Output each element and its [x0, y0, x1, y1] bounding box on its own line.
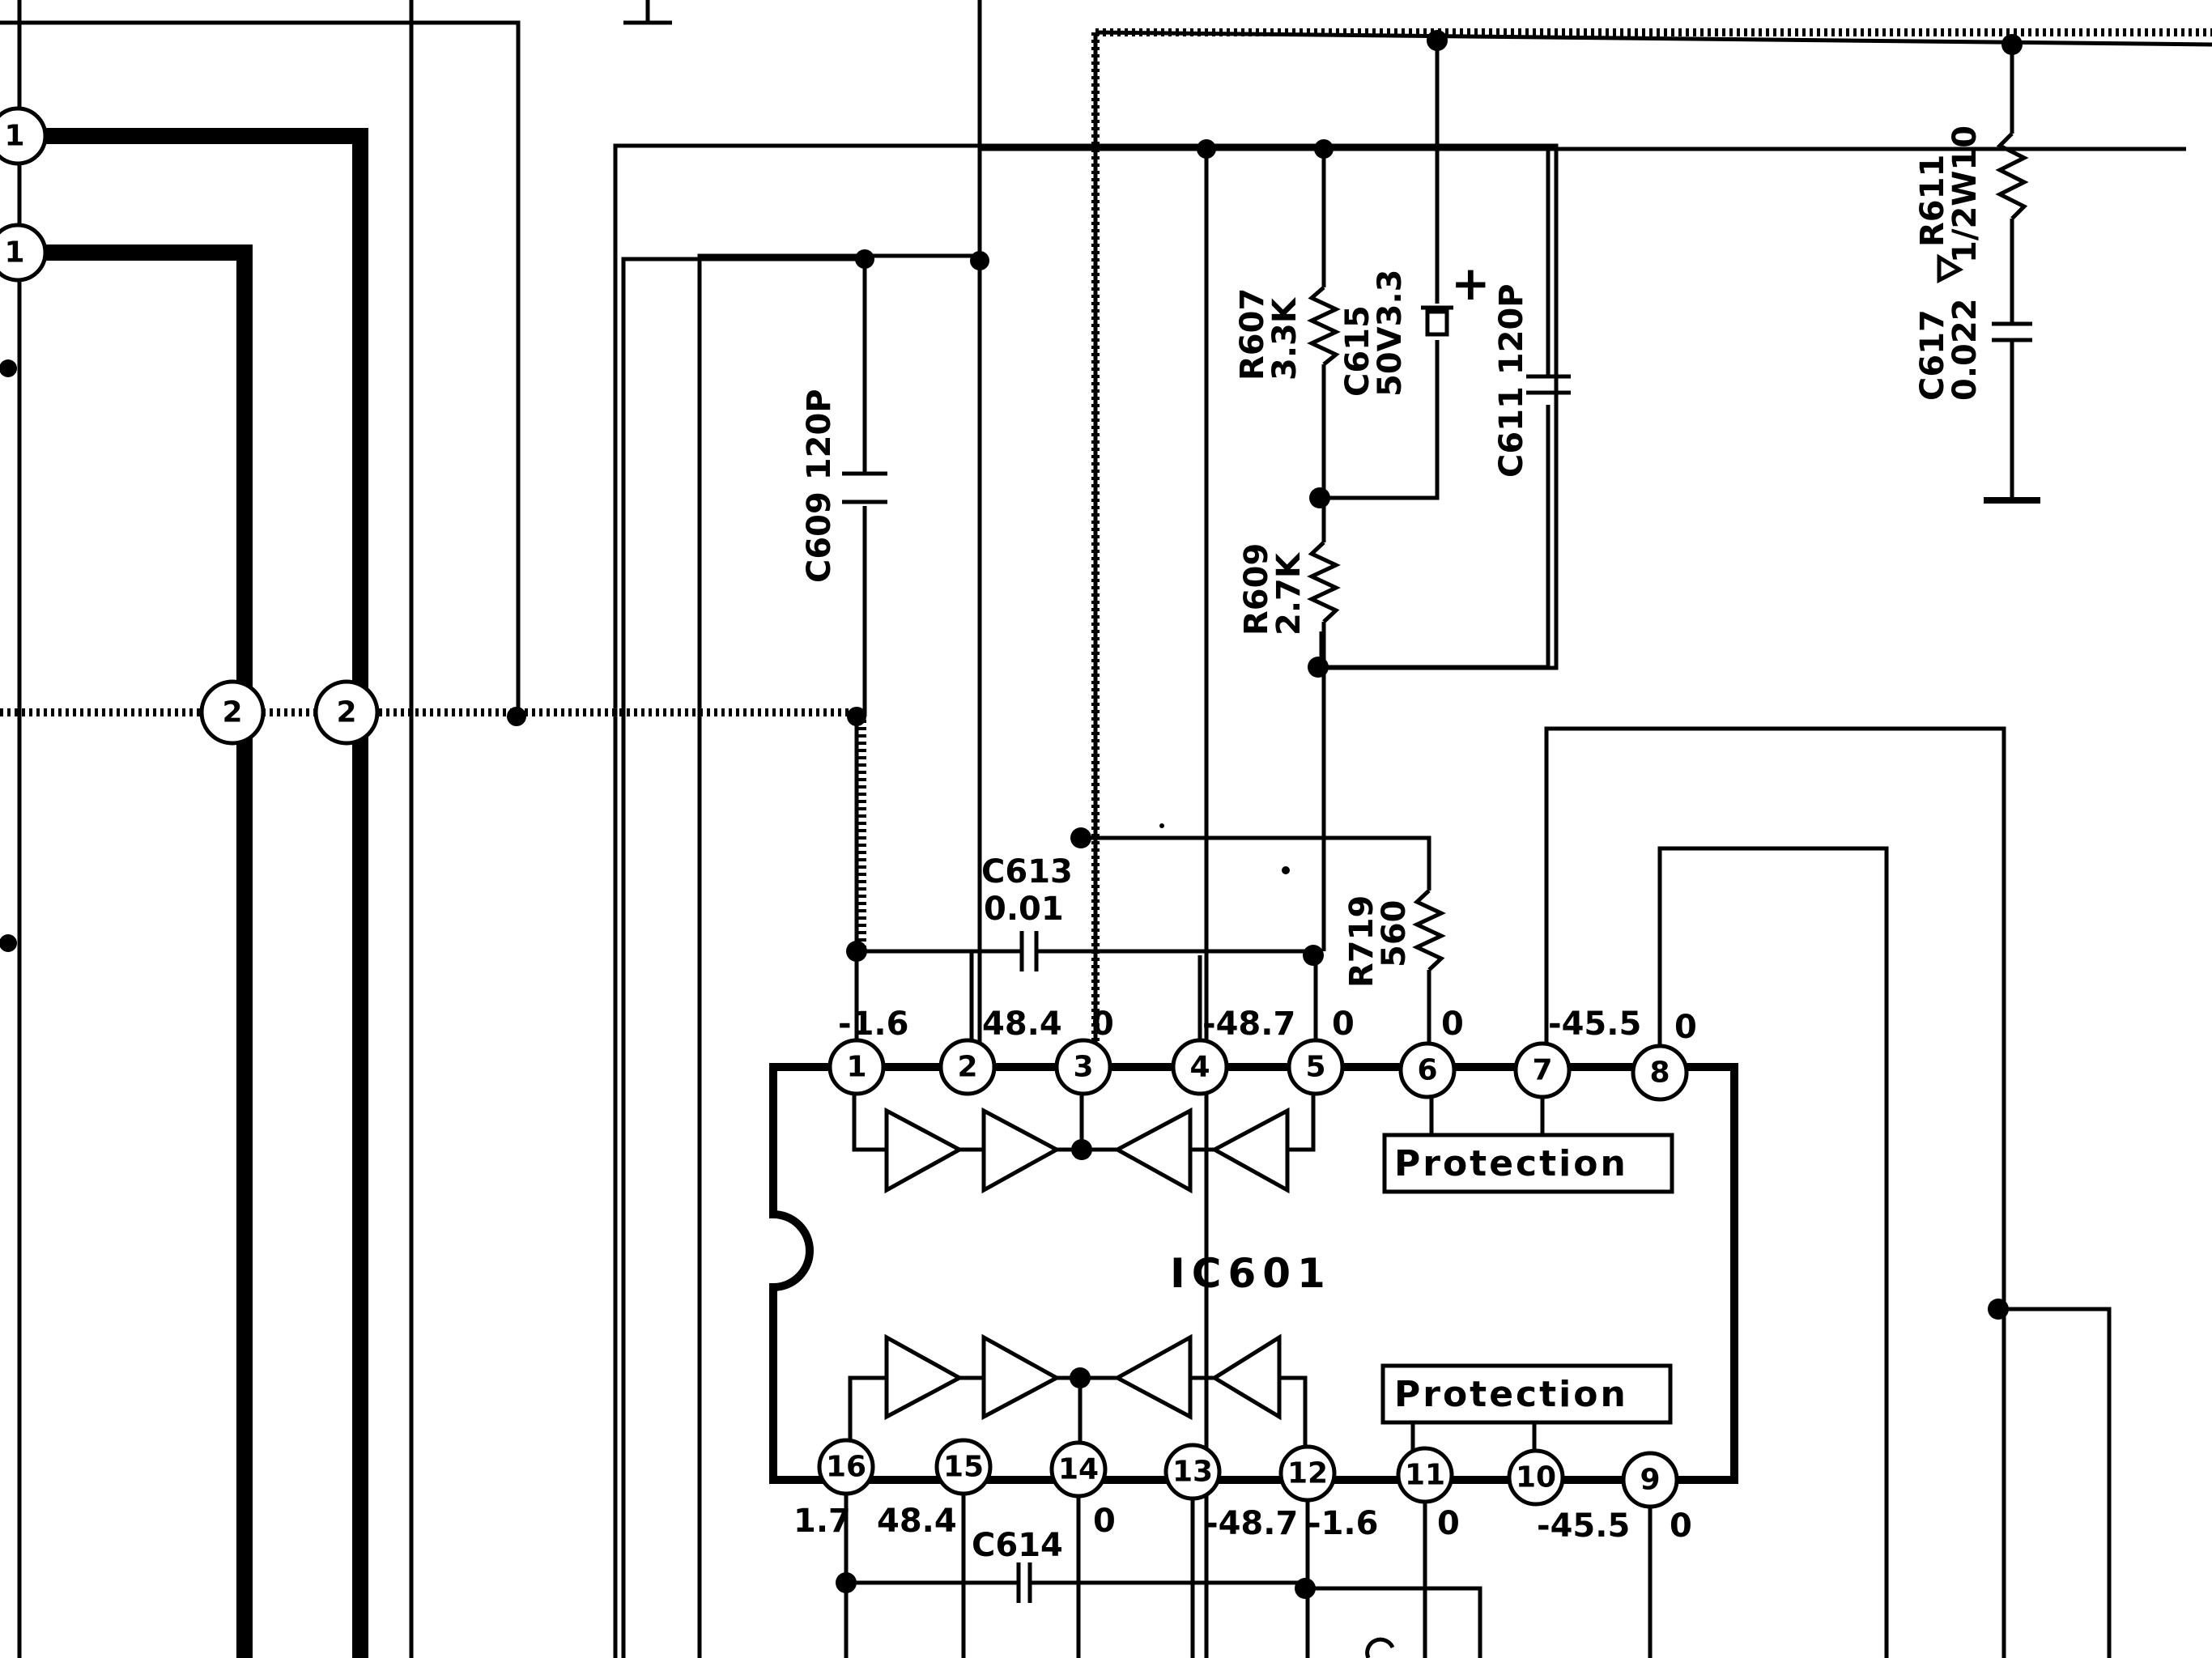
voltage-pin-10: -45.5 — [1537, 1507, 1630, 1545]
pin-12: 12 — [1278, 1444, 1337, 1503]
pin-16-label: 16 — [826, 1451, 866, 1484]
pin-14-label: 14 — [1058, 1453, 1099, 1486]
ground-rails — [0, 28, 2212, 1069]
pin-9: 9 — [1621, 1451, 1679, 1509]
pin-8: 8 — [1631, 1044, 1689, 1102]
ic601-bottom-amplifiers — [848, 1333, 1308, 1449]
pin-10: 10 — [1507, 1448, 1565, 1507]
r719-value: 560 — [1376, 900, 1413, 968]
connector-2a-label: 2 — [222, 696, 242, 729]
pin-15-label: 15 — [943, 1451, 984, 1484]
pin-13: 13 — [1163, 1443, 1222, 1501]
r611-c617-branch — [1937, 34, 2040, 504]
protection-box-top: Protection — [1382, 1081, 1674, 1194]
voltage-pin-7: -45.5 — [1548, 1005, 1641, 1043]
c613-value: 0.01 — [984, 891, 1064, 928]
pin-9-label: 9 — [1640, 1464, 1660, 1497]
connector-2b-label: 2 — [336, 696, 356, 729]
pin-3-label: 3 — [1073, 1051, 1093, 1084]
r607-value: 3.3K — [1266, 296, 1304, 380]
pin-15: 15 — [934, 1438, 993, 1496]
connector-2b: 2 — [313, 679, 380, 746]
voltage-pin-11: 0 — [1437, 1505, 1460, 1542]
c613-r719-network — [846, 823, 1446, 1044]
c617-ref: C617 — [1914, 309, 1951, 401]
voltage-pin-5: 0 — [1332, 1005, 1355, 1043]
protection-top-label: Protection — [1394, 1143, 1628, 1184]
pin-5-label: 5 — [1305, 1051, 1325, 1084]
pin-12-label: 12 — [1287, 1457, 1328, 1490]
pin-14: 14 — [1049, 1440, 1108, 1499]
pin-11: 11 — [1396, 1446, 1454, 1504]
r609-value: 2.7K — [1270, 551, 1308, 636]
pin-2: 2 — [938, 1038, 997, 1096]
ic601-pins-bottom: 16 15 14 13 12 11 10 9 — [817, 1438, 1679, 1509]
c615-polarity: + — [1451, 256, 1491, 311]
ic601-body: IC601 — [769, 1063, 1738, 1484]
voltage-pin-8: 0 — [1674, 1009, 1697, 1046]
pin-16: 16 — [817, 1438, 875, 1496]
pin-4-label: 4 — [1189, 1051, 1210, 1084]
ic601-label: IC601 — [1170, 1250, 1332, 1297]
pin-7: 7 — [1513, 1041, 1572, 1099]
c614-network — [836, 1494, 1653, 1658]
connector-1b: 1 — [0, 223, 48, 283]
voltages-top: -1.6 48.4 0 -48.7 0 0 -45.5 0 — [838, 1005, 1697, 1046]
voltage-pin-3: 0 — [1091, 1005, 1114, 1043]
voltage-pin-6: 0 — [1441, 1005, 1464, 1043]
pin-6-label: 6 — [1417, 1054, 1437, 1087]
pin-7-label: 7 — [1532, 1054, 1552, 1087]
ic601-pins-top: 1 2 3 4 5 6 7 8 — [827, 1038, 1689, 1102]
pin-2-label: 2 — [957, 1051, 977, 1084]
voltage-pin-9: 0 — [1670, 1507, 1692, 1545]
r607-r609-network — [980, 30, 1571, 1658]
r611-value: 1/2W10 — [1946, 125, 1984, 263]
right-side-wires — [1544, 726, 2112, 1658]
voltage-pin-1: -1.6 — [838, 1005, 908, 1043]
r611-ref: R611 — [1914, 155, 1951, 247]
pin-13-label: 13 — [1172, 1456, 1213, 1489]
c617-value: 0.022 — [1946, 298, 1984, 401]
connector-1a: 1 — [0, 106, 48, 166]
pin-4: 4 — [1171, 1038, 1229, 1096]
voltage-pin-16: 1.7 — [793, 1503, 851, 1540]
pin-1-label: 1 — [846, 1051, 866, 1084]
voltages-bottom: 1.7 48.4 0 -48.7 -1.6 0 -45.5 0 — [793, 1503, 1692, 1545]
r719-ref: R719 — [1343, 895, 1380, 988]
voltage-pin-12: -1.6 — [1308, 1505, 1378, 1542]
r607-ref: R607 — [1234, 288, 1271, 380]
connector-2a: 2 — [199, 679, 266, 746]
c609-network — [507, 249, 989, 1658]
voltage-pin-14: 0 — [1093, 1503, 1116, 1540]
c609-label: C609 120P — [801, 389, 838, 583]
voltage-pin-13: -48.7 — [1205, 1505, 1298, 1542]
c611-label: C611 120P — [1493, 283, 1530, 478]
protection-bottom-label: Protection — [1394, 1374, 1628, 1415]
voltage-pin-2: 48.4 — [982, 1005, 1062, 1043]
c613-ref: C613 — [981, 853, 1073, 891]
connector-1b-label: 1 — [4, 236, 24, 270]
pin-3: 3 — [1054, 1038, 1112, 1096]
c614-label: C614 — [972, 1527, 1063, 1564]
c615-value: 50V3.3 — [1372, 270, 1409, 397]
voltage-pin-4: -48.7 — [1202, 1005, 1295, 1043]
connector-1a-label: 1 — [4, 120, 24, 153]
c615-ref: C615 — [1339, 305, 1376, 397]
pin-5: 5 — [1287, 1038, 1345, 1096]
pin-1: 1 — [827, 1038, 886, 1096]
r609-ref: R609 — [1238, 543, 1275, 636]
pin-8-label: 8 — [1649, 1056, 1670, 1090]
ic601-top-amplifiers — [852, 1081, 1316, 1194]
pin-11-label: 11 — [1405, 1459, 1445, 1492]
pin-6: 6 — [1398, 1041, 1457, 1099]
pin-10-label: 10 — [1516, 1461, 1556, 1494]
left-bus-wires — [24, 128, 368, 1658]
voltage-pin-15: 48.4 — [877, 1503, 957, 1540]
